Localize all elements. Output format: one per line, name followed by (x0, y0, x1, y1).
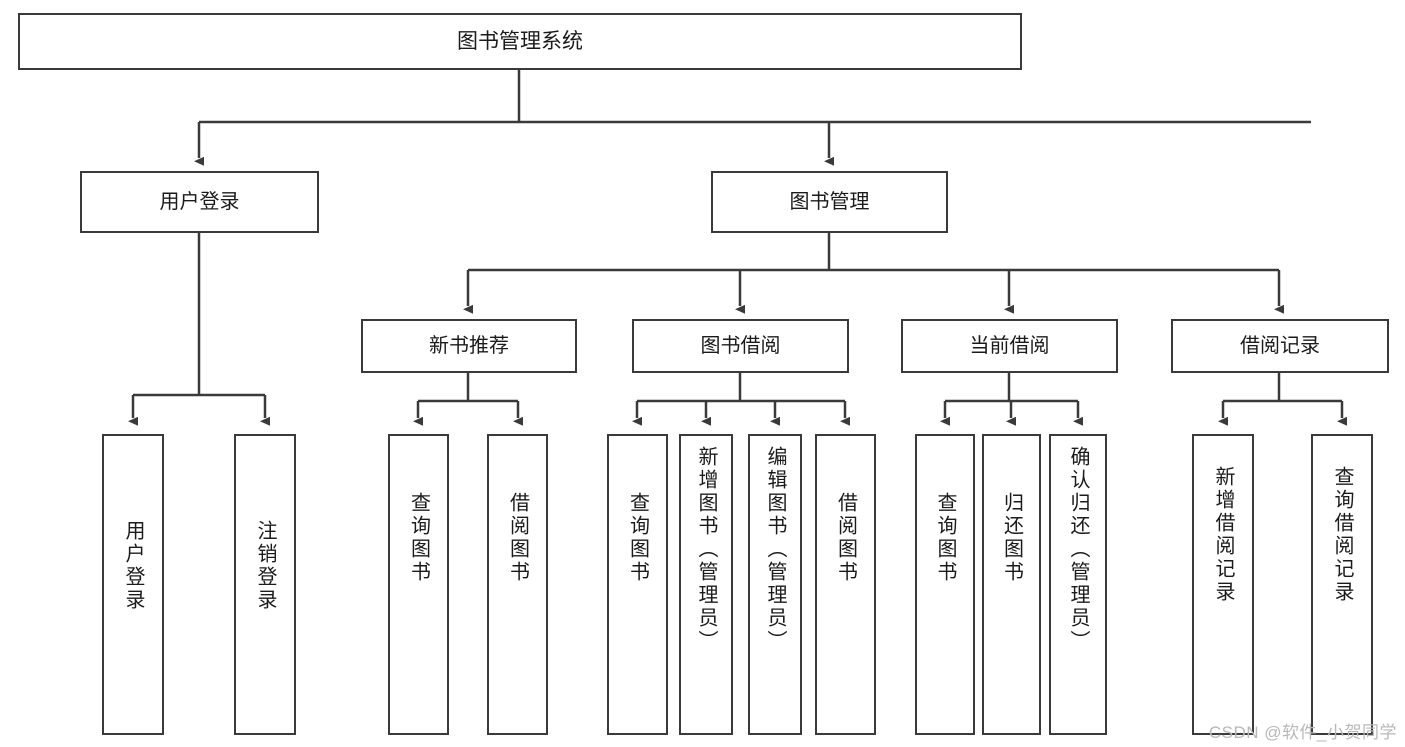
node-label: 查询图书 (626, 492, 649, 584)
node-label: 新增借阅记录 (1212, 466, 1234, 604)
watermark-text: CSDN @软件_小贺同学 (1208, 723, 1397, 742)
node-label: 图书管理系统 (457, 29, 583, 53)
node-leaf-query-book-1[interactable]: 查询图书 (388, 434, 449, 735)
node-label: 图书借阅 (700, 334, 781, 357)
node-label: 新书推荐 (429, 334, 509, 357)
node-label: 查询借阅记录 (1331, 466, 1353, 604)
node-label: 图书管理 (789, 190, 870, 213)
node-label: 借阅图书 (506, 492, 529, 584)
node-leaf-user-login[interactable]: 用户登录 (102, 434, 164, 735)
node-leaf-borrow-book-2[interactable]: 借阅图书 (815, 434, 876, 735)
node-user-login[interactable]: 用户登录 (80, 171, 319, 233)
node-leaf-query-book-3[interactable]: 查询图书 (915, 434, 975, 735)
node-label: 确认归还（管理员） (1067, 446, 1089, 653)
node-label: 新增图书（管理员） (695, 446, 717, 653)
node-book-borrow[interactable]: 图书借阅 (632, 319, 849, 373)
node-leaf-borrow-book-1[interactable]: 借阅图书 (487, 434, 548, 735)
node-leaf-confirm-return[interactable]: 确认归还（管理员） (1049, 434, 1107, 735)
node-label: 借阅记录 (1240, 334, 1320, 357)
node-label: 编辑图书（管理员） (764, 446, 786, 653)
node-label: 查询图书 (934, 492, 956, 584)
node-new-book-recommend[interactable]: 新书推荐 (361, 319, 577, 373)
node-leaf-add-book[interactable]: 新增图书（管理员） (679, 434, 733, 735)
node-leaf-query-book-2[interactable]: 查询图书 (607, 434, 668, 735)
node-label: 借阅图书 (834, 492, 857, 584)
node-leaf-return-book[interactable]: 归还图书 (982, 434, 1041, 735)
node-current-borrow[interactable]: 当前借阅 (901, 319, 1118, 373)
node-book-management[interactable]: 图书管理 (711, 171, 948, 233)
node-leaf-edit-book[interactable]: 编辑图书（管理员） (748, 434, 802, 735)
node-root-book-management-system[interactable]: 图书管理系统 (18, 13, 1022, 70)
node-borrow-record[interactable]: 借阅记录 (1171, 319, 1389, 373)
node-leaf-query-record[interactable]: 查询借阅记录 (1311, 434, 1373, 735)
node-label: 归还图书 (1000, 492, 1023, 584)
node-label: 用户登录 (122, 520, 144, 612)
node-leaf-logout[interactable]: 注销登录 (234, 434, 296, 735)
node-label: 用户登录 (159, 190, 240, 213)
node-label: 当前借阅 (969, 334, 1050, 357)
node-leaf-add-record[interactable]: 新增借阅记录 (1192, 434, 1254, 735)
node-label: 注销登录 (254, 520, 276, 612)
node-label: 查询图书 (407, 492, 430, 584)
